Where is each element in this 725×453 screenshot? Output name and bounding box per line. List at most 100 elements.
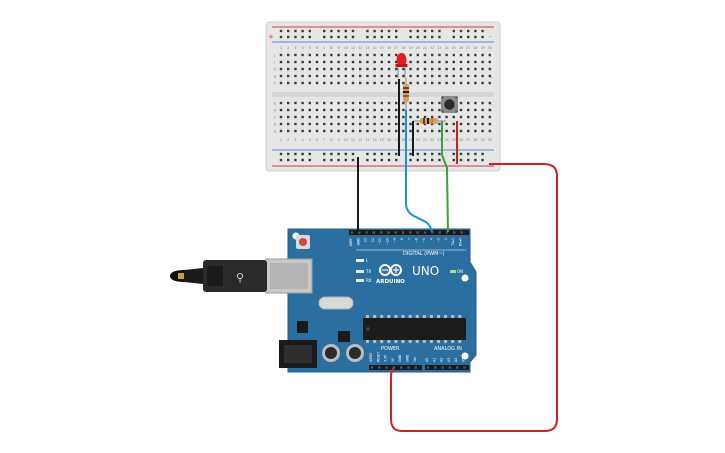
terminal-hole[interactable]	[279, 74, 283, 78]
terminal-hole[interactable]	[445, 129, 448, 133]
terminal-hole[interactable]	[308, 74, 311, 78]
terminal-hole[interactable]	[445, 115, 448, 119]
terminal-hole[interactable]	[294, 122, 297, 126]
terminal-hole[interactable]	[294, 108, 297, 112]
terminal-hole[interactable]	[452, 129, 455, 133]
terminal-hole[interactable]	[373, 101, 376, 105]
terminal-hole[interactable]	[359, 108, 362, 112]
header-pin[interactable]	[445, 231, 449, 234]
header-pin[interactable]	[463, 366, 466, 369]
rail-hole[interactable]	[431, 152, 434, 156]
terminal-hole[interactable]	[431, 101, 434, 105]
terminal-hole[interactable]	[337, 81, 340, 85]
rail-hole[interactable]	[366, 158, 369, 162]
terminal-hole[interactable]	[387, 81, 391, 85]
terminal-hole[interactable]	[373, 67, 376, 71]
rail-hole[interactable]	[330, 158, 333, 162]
terminal-hole[interactable]	[330, 115, 333, 119]
terminal-hole[interactable]	[323, 81, 326, 85]
terminal-hole[interactable]	[438, 81, 441, 85]
reset-button-cap[interactable]	[299, 238, 307, 246]
terminal-hole[interactable]	[431, 108, 434, 112]
rail-hole[interactable]	[452, 35, 455, 39]
header-pin[interactable]	[401, 231, 405, 234]
header-pin[interactable]	[387, 231, 390, 234]
terminal-hole[interactable]	[416, 81, 419, 85]
terminal-hole[interactable]	[294, 60, 297, 64]
header-pin[interactable]	[385, 366, 388, 369]
terminal-hole[interactable]	[279, 60, 283, 64]
rail-hole[interactable]	[387, 158, 391, 162]
header-pin[interactable]	[378, 366, 381, 369]
terminal-hole[interactable]	[416, 60, 419, 64]
terminal-hole[interactable]	[452, 81, 455, 85]
terminal-hole[interactable]	[409, 122, 412, 126]
terminal-hole[interactable]	[409, 67, 412, 71]
terminal-hole[interactable]	[330, 67, 333, 71]
rail-hole[interactable]	[409, 152, 412, 156]
terminal-hole[interactable]	[416, 129, 419, 133]
terminal-hole[interactable]	[315, 115, 319, 119]
terminal-hole[interactable]	[452, 60, 455, 64]
terminal-hole[interactable]	[359, 74, 362, 78]
rail-hole[interactable]	[380, 152, 383, 156]
analog-header[interactable]	[425, 365, 469, 370]
terminal-hole[interactable]	[402, 129, 405, 133]
terminal-hole[interactable]	[380, 101, 383, 105]
terminal-hole[interactable]	[402, 81, 405, 85]
terminal-hole[interactable]	[481, 115, 484, 119]
terminal-hole[interactable]	[474, 67, 477, 71]
wire-5v-red[interactable]	[390, 163, 558, 432]
terminal-hole[interactable]	[337, 115, 340, 119]
terminal-hole[interactable]	[373, 74, 376, 78]
terminal-hole[interactable]	[287, 101, 290, 105]
rail-hole[interactable]	[474, 29, 477, 33]
rail-hole[interactable]	[416, 152, 419, 156]
resistor-button-icon[interactable]	[413, 118, 446, 124]
rail-hole[interactable]	[452, 152, 455, 156]
terminal-hole[interactable]	[402, 74, 405, 78]
terminal-hole[interactable]	[366, 122, 369, 126]
terminal-hole[interactable]	[351, 60, 355, 64]
terminal-hole[interactable]	[416, 74, 419, 78]
rail-hole[interactable]	[366, 29, 369, 33]
terminal-hole[interactable]	[474, 108, 477, 112]
terminal-hole[interactable]	[308, 122, 311, 126]
header-pin[interactable]	[392, 366, 396, 369]
terminal-hole[interactable]	[459, 53, 463, 57]
terminal-hole[interactable]	[315, 60, 319, 64]
terminal-hole[interactable]	[279, 122, 283, 126]
power-jack[interactable]	[279, 340, 317, 368]
terminal-hole[interactable]	[395, 74, 398, 78]
terminal-hole[interactable]	[287, 67, 290, 71]
terminal-hole[interactable]	[344, 67, 347, 71]
terminal-hole[interactable]	[279, 81, 283, 85]
terminal-hole[interactable]	[308, 129, 311, 133]
terminal-hole[interactable]	[380, 53, 383, 57]
rail-hole[interactable]	[387, 152, 391, 156]
rail-hole[interactable]	[481, 35, 484, 39]
terminal-hole[interactable]	[373, 108, 376, 112]
rail-hole[interactable]	[438, 152, 441, 156]
terminal-hole[interactable]	[387, 53, 391, 57]
terminal-hole[interactable]	[337, 67, 340, 71]
terminal-hole[interactable]	[402, 115, 405, 119]
rail-hole[interactable]	[459, 29, 463, 33]
terminal-hole[interactable]	[481, 101, 484, 105]
terminal-hole[interactable]	[351, 53, 355, 57]
rail-hole[interactable]	[474, 158, 477, 162]
power-header[interactable]	[369, 365, 422, 370]
terminal-hole[interactable]	[474, 122, 477, 126]
terminal-hole[interactable]	[467, 60, 470, 64]
rail-hole[interactable]	[344, 29, 347, 33]
terminal-hole[interactable]	[330, 129, 333, 133]
terminal-hole[interactable]	[481, 122, 484, 126]
rail-hole[interactable]	[366, 35, 369, 39]
terminal-hole[interactable]	[395, 122, 398, 126]
terminal-hole[interactable]	[315, 67, 319, 71]
terminal-hole[interactable]	[438, 60, 441, 64]
rail-hole[interactable]	[380, 35, 383, 39]
terminal-hole[interactable]	[395, 115, 398, 119]
terminal-hole[interactable]	[308, 81, 311, 85]
header-pin[interactable]	[414, 366, 417, 369]
